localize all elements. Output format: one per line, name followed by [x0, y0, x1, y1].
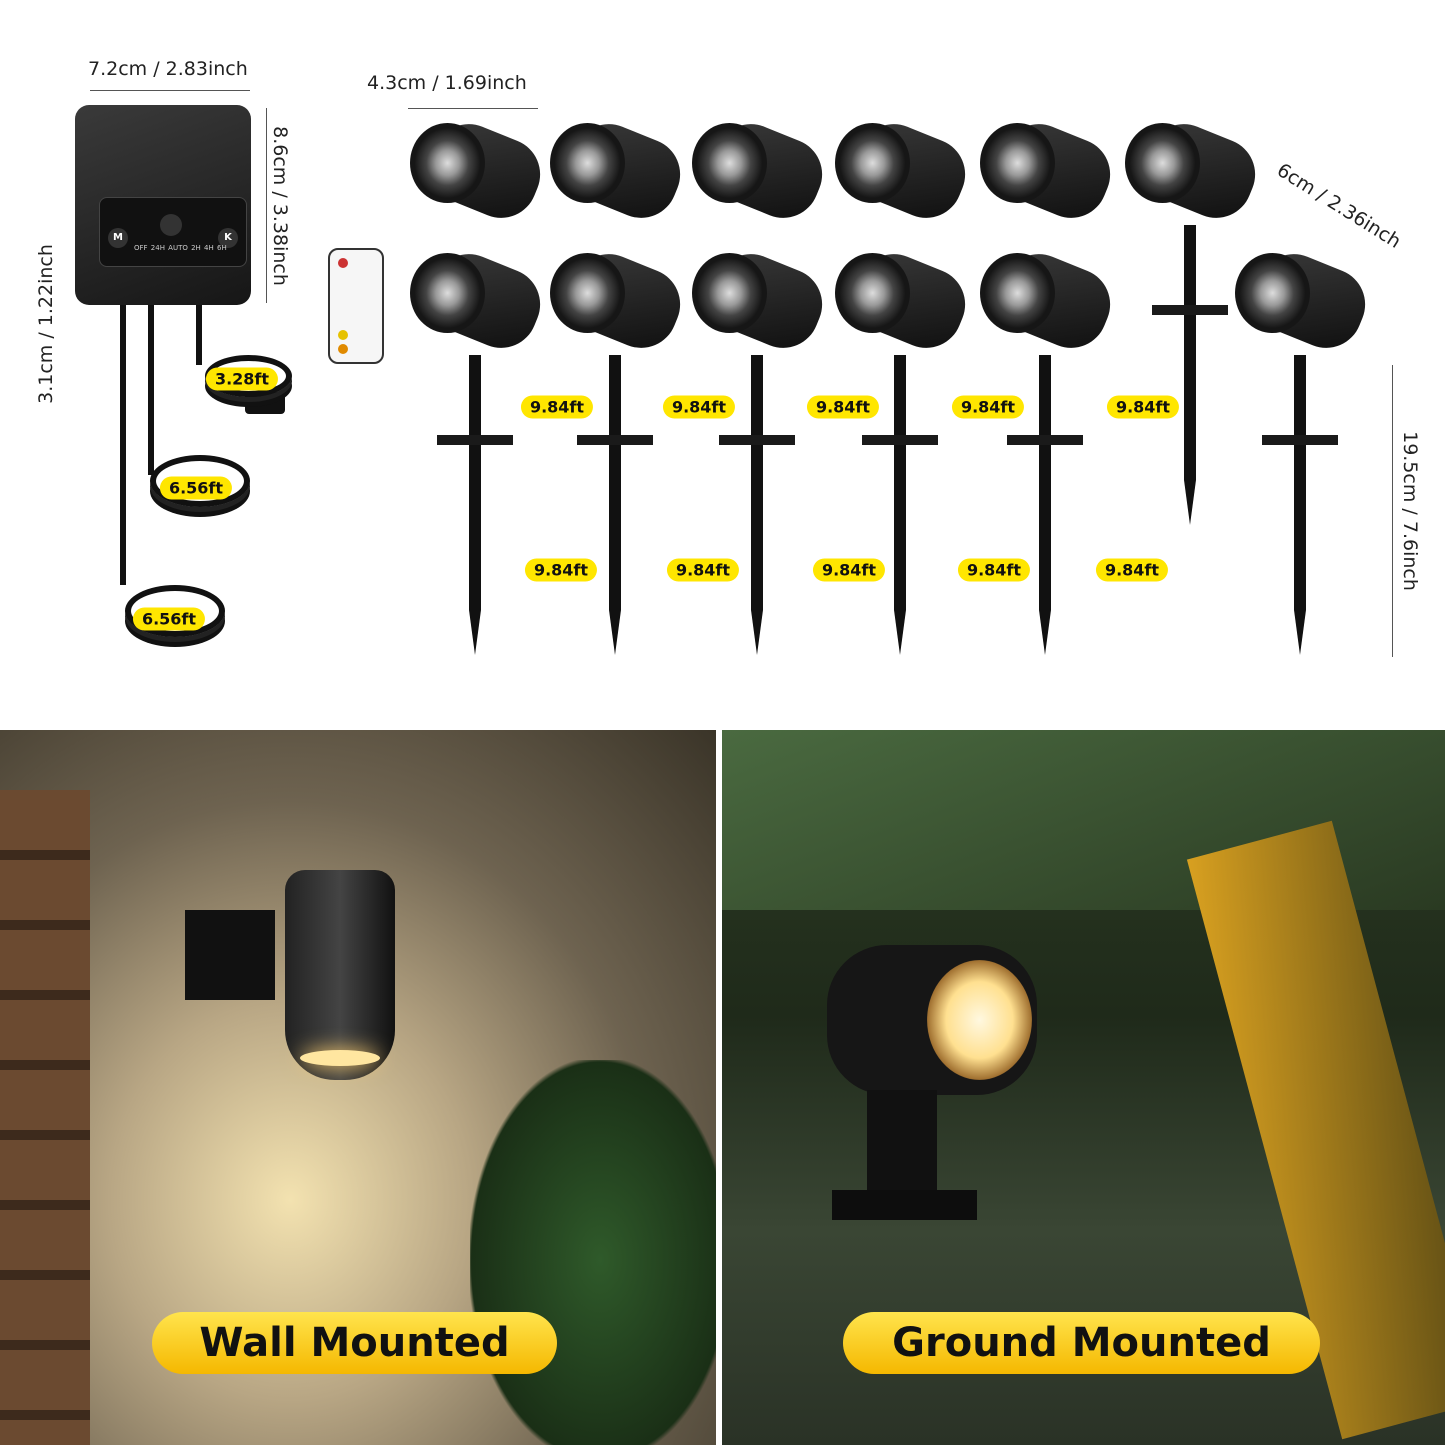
spotlight [692, 113, 833, 229]
light-diameter-dimension: 4.3cm / 1.69inch [367, 72, 527, 94]
ground-stake [894, 355, 906, 655]
controller-box: M K OFF 24H AUTO 2H 4H 6H [75, 105, 251, 305]
ground-stake [1039, 355, 1051, 655]
spotlight [1235, 243, 1376, 359]
spotlight [410, 113, 551, 229]
cable-label: 9.84ft [951, 395, 1025, 419]
ground-stake [1294, 355, 1306, 655]
cable-label: 9.84ft [806, 395, 880, 419]
cable-label: 9.84ft [524, 558, 598, 582]
remote-control [328, 248, 384, 364]
spotlight [835, 113, 976, 229]
cable-label: 9.84ft [666, 558, 740, 582]
ground-stake [469, 355, 481, 655]
plug-icon [245, 392, 285, 414]
ground-mounted-label: Ground Mounted [843, 1312, 1320, 1374]
ground-mounted-photo [722, 730, 1445, 1445]
cable-label: 6.56ft [159, 476, 233, 500]
cable-label: 9.84ft [812, 558, 886, 582]
wall-mounted-label: Wall Mounted [152, 1312, 557, 1374]
cable-label: 9.84ft [662, 395, 736, 419]
controller-height-dimension: 8.6cm / 3.38inch [268, 126, 291, 286]
wall-bracket [185, 910, 275, 1000]
wall-spotlight [285, 870, 395, 1080]
spotlight [410, 243, 551, 359]
controller-width-dimension: 7.2cm / 2.83inch [88, 58, 248, 80]
cable-label: 9.84ft [957, 558, 1031, 582]
spotlight [1125, 113, 1266, 229]
cable-label: 6.56ft [132, 607, 206, 631]
ground-stake [609, 355, 621, 655]
cable-label: 9.84ft [1106, 395, 1180, 419]
light-length-dimension: 6cm / 2.36inch [1272, 159, 1405, 253]
cable-label: 3.28ft [205, 367, 279, 391]
timer-modes: OFF 24H AUTO 2H 4H 6H [134, 244, 227, 252]
spotlight [980, 243, 1121, 359]
k-button[interactable]: K [218, 228, 238, 248]
spotlight [550, 243, 691, 359]
m-button[interactable]: M [108, 228, 128, 248]
stake-height-dimension: 19.5cm / 7.6inch [1398, 431, 1421, 591]
cable-label: 9.84ft [520, 395, 594, 419]
spotlight [835, 243, 976, 359]
controller-panel: M K OFF 24H AUTO 2H 4H 6H [99, 197, 247, 267]
spotlight [980, 113, 1121, 229]
cable-label: 9.84ft [1095, 558, 1169, 582]
spotlight [550, 113, 691, 229]
spotlight [692, 243, 833, 359]
light-sensor-icon [160, 214, 182, 236]
ground-stake [751, 355, 763, 655]
ground-stake [1184, 225, 1196, 525]
controller-depth-dimension: 3.1cm / 1.22inch [34, 244, 57, 404]
